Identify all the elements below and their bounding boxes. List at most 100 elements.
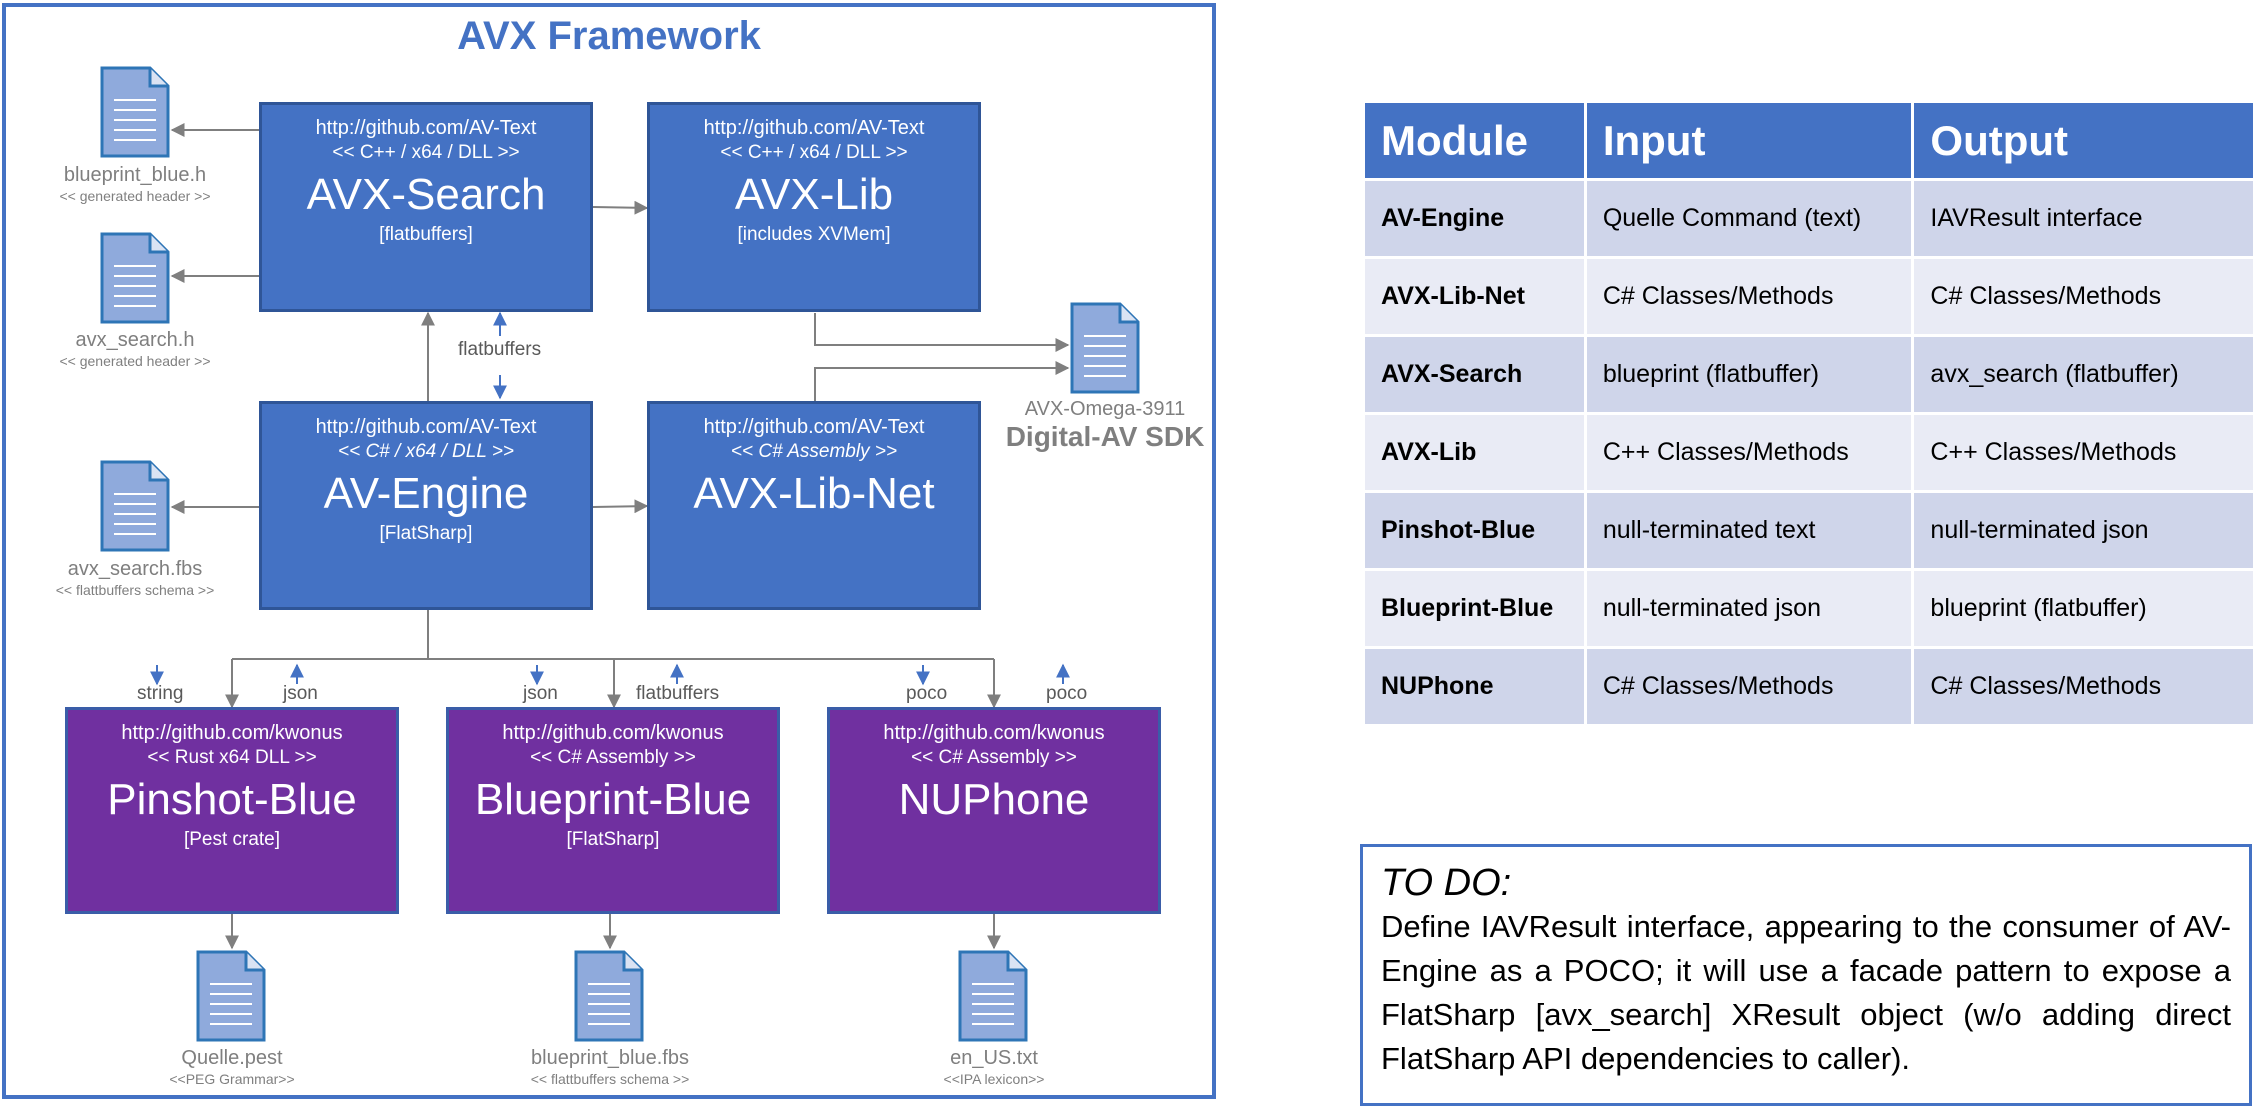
cell-input: blueprint (flatbuffer) xyxy=(1583,334,1915,415)
cell-module: Blueprint-Blue xyxy=(1362,568,1587,649)
avx-lib-sub: [includes XVMem] xyxy=(737,224,891,245)
quelle-pest-label: Quelle.pest <<PEG Grammar>> xyxy=(122,1046,342,1088)
quelle-pest-name: Quelle.pest xyxy=(181,1047,283,1069)
en-us-txt-label: en_US.txt <<IPA lexicon>> xyxy=(884,1046,1104,1088)
cell-output: null-terminated json xyxy=(1911,490,2256,571)
avx-lib-stereotype: << C++ / x64 / DLL >> xyxy=(720,142,908,163)
flatbuffers-low-label: flatbuffers xyxy=(636,683,720,704)
arrow-engine-to-libnet xyxy=(592,499,649,514)
avx-lib-net-stereotype: << C# Assembly >> xyxy=(730,441,898,462)
av-engine-box: http://github.com/AV-Text << C# / x64 / … xyxy=(259,401,593,610)
quelle-pest-file-icon xyxy=(196,950,266,1042)
todo-note: TO DO: Define IAVResult interface, appea… xyxy=(1360,844,2252,1106)
avx-lib-net-url: http://github.com/AV-Text xyxy=(703,416,925,438)
cell-input: Quelle Command (text) xyxy=(1583,178,1915,259)
pinshot-blue-sub: [Pest crate] xyxy=(183,829,281,850)
avx-search-fbs-desc: << flattbuffers schema >> xyxy=(55,582,215,598)
avx-lib-net-box: http://github.com/AV-Text << C# Assembly… xyxy=(647,401,981,610)
avx-lib-net-name: AVX-Lib-Net xyxy=(693,469,935,518)
table-row: AVX-Search blueprint (flatbuffer) avx_se… xyxy=(1362,334,2256,415)
table-row: NUPhone C# Classes/Methods C# Classes/Me… xyxy=(1362,646,2256,727)
av-engine-name: AV-Engine xyxy=(323,469,529,518)
avx-search-url: http://github.com/AV-Text xyxy=(315,117,537,139)
todo-body: Define IAVResult interface, appearing to… xyxy=(1381,909,2231,1076)
nuphone-url: http://github.com/kwonus xyxy=(883,722,1105,744)
arrow-libnet-to-sdk xyxy=(814,361,1070,401)
cell-module: Pinshot-Blue xyxy=(1362,490,1587,571)
avx-search-h-desc: << generated header >> xyxy=(59,353,211,369)
avx-search-h-file-icon xyxy=(100,232,170,324)
avx-lib-name: AVX-Lib xyxy=(734,170,894,219)
avx-search-box: http://github.com/AV-Text << C++ / x64 /… xyxy=(259,102,593,312)
table-row: Pinshot-Blue null-terminated text null-t… xyxy=(1362,490,2256,571)
nuphone-stereotype: << C# Assembly >> xyxy=(911,747,1077,768)
sdk-name: AVX-Omega-3911 xyxy=(1024,398,1186,420)
cell-output: blueprint (flatbuffer) xyxy=(1911,568,2256,649)
blueprint-blue-sub: [FlatSharp] xyxy=(566,829,660,850)
av-engine-sub: [FlatSharp] xyxy=(379,523,473,544)
en-us-txt-file-icon xyxy=(958,950,1028,1042)
table-header-row: Module Input Output xyxy=(1362,100,2256,181)
json-label-2: json xyxy=(523,683,558,704)
blueprint-h-name: blueprint_blue.h xyxy=(63,164,207,186)
poco-label-2: poco xyxy=(1046,683,1088,704)
framework-title: AVX Framework xyxy=(457,14,761,58)
cell-input: C# Classes/Methods xyxy=(1583,256,1915,337)
framework-frame xyxy=(2,3,1216,1099)
blueprint-fbs-desc: << flattbuffers schema >> xyxy=(530,1071,690,1087)
blueprint-h-label: blueprint_blue.h << generated header >> xyxy=(25,163,245,205)
blueprint-fbs-label: blueprint_blue.fbs << flattbuffers schem… xyxy=(500,1046,720,1088)
pinshot-blue-box: http://github.com/kwonus << Rust x64 DLL… xyxy=(65,707,399,914)
cell-module: AVX-Lib-Net xyxy=(1362,256,1587,337)
quelle-pest-desc: <<PEG Grammar>> xyxy=(169,1071,295,1087)
avx-search-h-label: avx_search.h << generated header >> xyxy=(25,328,245,370)
cell-module: AVX-Search xyxy=(1362,334,1587,415)
av-engine-stereotype: << C# / x64 / DLL >> xyxy=(337,441,515,462)
avx-search-h-name: avx_search.h xyxy=(75,329,195,351)
avx-search-name: AVX-Search xyxy=(306,170,546,219)
json-label-1: json xyxy=(283,683,318,704)
sdk-label: AVX-Omega-3911 Digital-AV SDK xyxy=(990,397,1220,453)
nuphone-name: NUPhone xyxy=(898,775,1090,824)
header-output: Output xyxy=(1911,100,2256,181)
blueprint-blue-name: Blueprint-Blue xyxy=(474,775,752,824)
avx-search-fbs-label: avx_search.fbs << flattbuffers schema >> xyxy=(25,557,245,599)
cell-output: IAVResult interface xyxy=(1911,178,2256,259)
cell-module: AV-Engine xyxy=(1362,178,1587,259)
module-table: Module Input Output AV-Engine Quelle Com… xyxy=(1362,100,2256,727)
blueprint-h-file-icon xyxy=(100,66,170,158)
cell-output: C# Classes/Methods xyxy=(1911,646,2256,727)
avx-search-sub: [flatbuffers] xyxy=(379,224,473,245)
av-engine-url: http://github.com/AV-Text xyxy=(315,416,537,438)
blueprint-blue-stereotype: << C# Assembly >> xyxy=(530,747,696,768)
blueprint-h-desc: << generated header >> xyxy=(59,188,211,204)
arrow-lib-to-sdk xyxy=(814,313,1070,352)
pinshot-blue-stereotype: << Rust x64 DLL >> xyxy=(147,747,317,768)
sdk-file-icon xyxy=(1070,302,1140,394)
table-row: Blueprint-Blue null-terminated json blue… xyxy=(1362,568,2256,649)
cell-module: AVX-Lib xyxy=(1362,412,1587,493)
blueprint-fbs-name: blueprint_blue.fbs xyxy=(531,1047,689,1069)
table-row: AVX-Lib C++ Classes/Methods C++ Classes/… xyxy=(1362,412,2256,493)
avx-lib-url: http://github.com/AV-Text xyxy=(703,117,925,139)
cell-input: null-terminated text xyxy=(1583,490,1915,571)
cell-output: C# Classes/Methods xyxy=(1911,256,2256,337)
cell-output: C++ Classes/Methods xyxy=(1911,412,2256,493)
pinshot-blue-url: http://github.com/kwonus xyxy=(121,722,343,744)
arrow-search-to-lib xyxy=(592,200,649,215)
en-us-txt-name: en_US.txt xyxy=(950,1047,1038,1069)
table-row: AVX-Lib-Net C# Classes/Methods C# Classe… xyxy=(1362,256,2256,337)
cell-input: C++ Classes/Methods xyxy=(1583,412,1915,493)
header-module: Module xyxy=(1362,100,1587,181)
nuphone-box: http://github.com/kwonus << C# Assembly … xyxy=(827,707,1161,914)
poco-label-1: poco xyxy=(906,683,948,704)
cell-output: avx_search (flatbuffer) xyxy=(1911,334,2256,415)
cell-input: null-terminated json xyxy=(1583,568,1915,649)
sdk-title: Digital-AV SDK xyxy=(1005,421,1205,452)
avx-search-stereotype: << C++ / x64 / DLL >> xyxy=(332,142,520,163)
cell-input: C# Classes/Methods xyxy=(1583,646,1915,727)
todo-title: TO DO: xyxy=(1381,862,1512,904)
blueprint-blue-box: http://github.com/kwonus << C# Assembly … xyxy=(446,707,780,914)
avx-search-fbs-name: avx_search.fbs xyxy=(67,558,203,580)
pinshot-blue-name: Pinshot-Blue xyxy=(107,775,357,824)
